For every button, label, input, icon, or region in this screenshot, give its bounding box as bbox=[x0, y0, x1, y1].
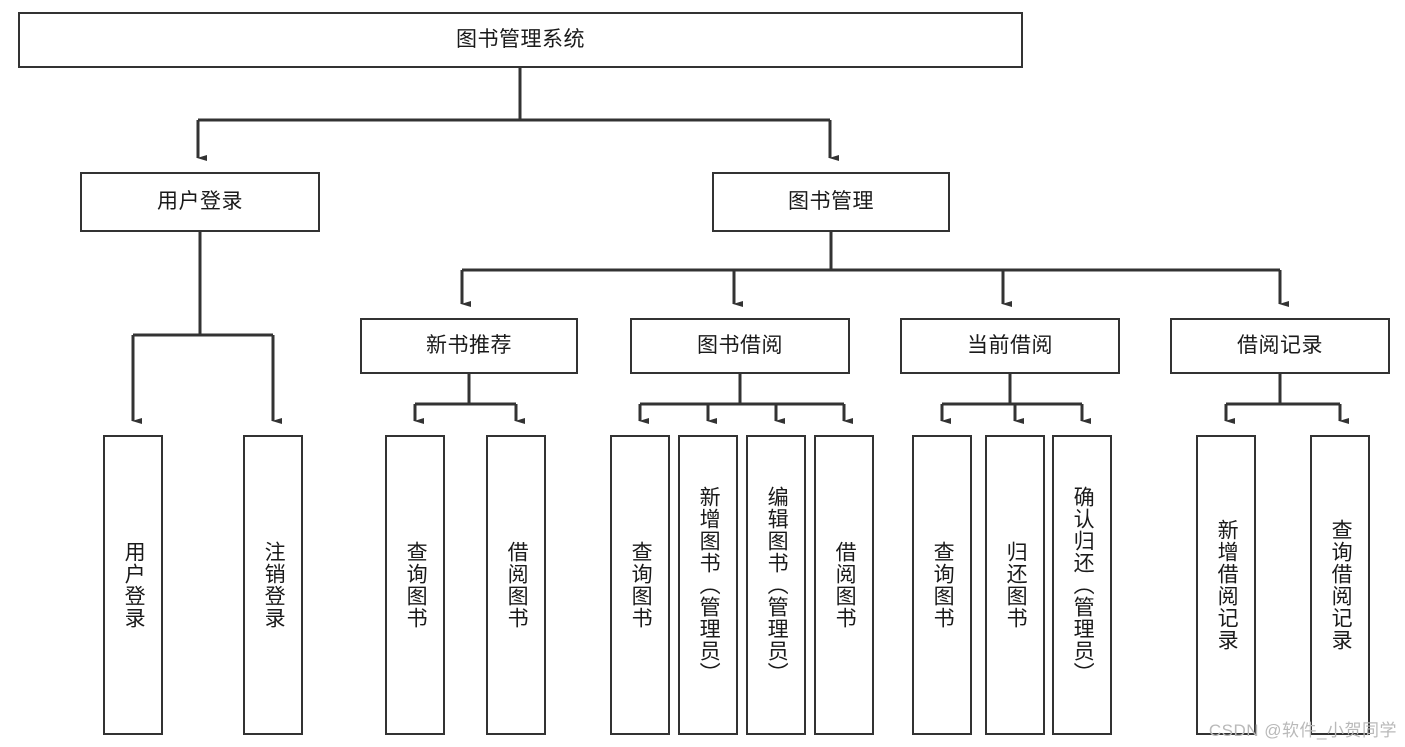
leaf-confirm-return-label: 确认归还（管理员） bbox=[1071, 486, 1095, 684]
node-user-login-label: 用户登录 bbox=[157, 190, 243, 214]
leaf-logout[interactable]: 注销登录 bbox=[243, 435, 303, 735]
leaf-add-borrow-record[interactable]: 新增借阅记录 bbox=[1196, 435, 1256, 735]
leaf-query-book-recommend[interactable]: 查询图书 bbox=[385, 435, 445, 735]
leaf-return-book[interactable]: 归还图书 bbox=[985, 435, 1045, 735]
leaf-return-book-label: 归还图书 bbox=[1004, 541, 1028, 629]
node-book-management[interactable]: 图书管理 bbox=[712, 172, 950, 232]
node-root-label: 图书管理系统 bbox=[456, 28, 585, 52]
leaf-add-book[interactable]: 新增图书（管理员） bbox=[678, 435, 738, 735]
leaf-query-book-recommend-label: 查询图书 bbox=[404, 541, 428, 629]
leaf-query-borrow-record[interactable]: 查询借阅记录 bbox=[1310, 435, 1370, 735]
leaf-add-book-label: 新增图书（管理员） bbox=[697, 486, 721, 684]
node-new-book-recommend[interactable]: 新书推荐 bbox=[360, 318, 578, 374]
node-borrow-record[interactable]: 借阅记录 bbox=[1170, 318, 1390, 374]
leaf-confirm-return[interactable]: 确认归还（管理员） bbox=[1052, 435, 1112, 735]
leaf-query-borrow-record-label: 查询借阅记录 bbox=[1329, 519, 1353, 651]
node-borrow-record-label: 借阅记录 bbox=[1237, 334, 1323, 358]
node-book-management-label: 图书管理 bbox=[788, 190, 874, 214]
leaf-borrow-book-recommend-label: 借阅图书 bbox=[505, 541, 529, 629]
leaf-edit-book-label: 编辑图书（管理员） bbox=[765, 486, 789, 684]
leaf-edit-book[interactable]: 编辑图书（管理员） bbox=[746, 435, 806, 735]
leaf-query-book-borrow-label: 查询图书 bbox=[629, 541, 653, 629]
leaf-query-book-borrow[interactable]: 查询图书 bbox=[610, 435, 670, 735]
leaf-user-login-label: 用户登录 bbox=[122, 541, 146, 629]
node-root[interactable]: 图书管理系统 bbox=[18, 12, 1023, 68]
leaf-query-book-current[interactable]: 查询图书 bbox=[912, 435, 972, 735]
leaf-borrow-book-recommend[interactable]: 借阅图书 bbox=[486, 435, 546, 735]
leaf-query-book-current-label: 查询图书 bbox=[931, 541, 955, 629]
leaf-logout-label: 注销登录 bbox=[262, 541, 286, 629]
leaf-borrow-book[interactable]: 借阅图书 bbox=[814, 435, 874, 735]
node-current-borrow[interactable]: 当前借阅 bbox=[900, 318, 1120, 374]
leaf-borrow-book-label: 借阅图书 bbox=[833, 541, 857, 629]
node-user-login[interactable]: 用户登录 bbox=[80, 172, 320, 232]
leaf-user-login[interactable]: 用户登录 bbox=[103, 435, 163, 735]
node-book-borrow[interactable]: 图书借阅 bbox=[630, 318, 850, 374]
node-current-borrow-label: 当前借阅 bbox=[967, 334, 1053, 358]
node-book-borrow-label: 图书借阅 bbox=[697, 334, 783, 358]
leaf-add-borrow-record-label: 新增借阅记录 bbox=[1215, 519, 1239, 651]
node-new-book-recommend-label: 新书推荐 bbox=[426, 334, 512, 358]
csdn-watermark: CSDN @软件_小贺同学 bbox=[1208, 721, 1397, 740]
